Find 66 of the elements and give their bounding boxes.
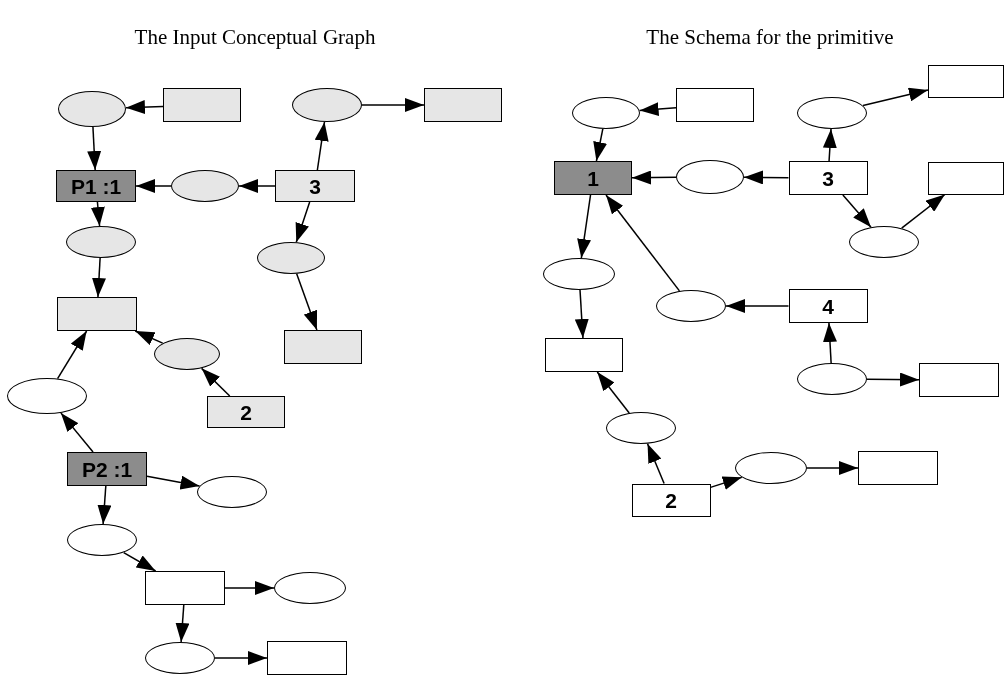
arrow — [900, 193, 946, 229]
arrow — [122, 551, 157, 572]
arrow — [214, 651, 268, 665]
box-node — [267, 641, 347, 675]
arrow — [596, 371, 630, 414]
arrow — [295, 273, 318, 331]
arrow — [638, 102, 677, 117]
box-node — [545, 338, 623, 372]
ellipse-node — [58, 91, 126, 127]
arrow — [134, 330, 164, 346]
shaded-concept-box: P1 :1 — [56, 170, 136, 202]
arrow — [135, 179, 172, 193]
arrow — [200, 367, 231, 397]
box-node — [919, 363, 999, 397]
box-node — [57, 297, 137, 331]
arrow — [125, 100, 164, 115]
arrow — [295, 201, 311, 243]
box-node — [163, 88, 241, 122]
box-node — [424, 88, 502, 122]
concept-box: 3 — [275, 170, 355, 202]
arrow — [238, 179, 276, 193]
arrow — [56, 330, 88, 380]
ellipse-node — [257, 242, 325, 274]
ellipse-node — [735, 452, 807, 484]
arrow — [224, 581, 275, 595]
arrow — [866, 372, 920, 387]
concept-box: 3 — [788, 161, 868, 195]
box-node — [676, 88, 754, 122]
arrow — [90, 201, 105, 227]
arrow — [87, 126, 102, 171]
concept-box: 2 — [631, 483, 711, 517]
graph-title: The Schema for the primitive — [646, 24, 894, 51]
arrow — [314, 121, 329, 171]
ellipse-node — [572, 97, 640, 129]
box-node — [284, 330, 362, 364]
arrow — [709, 476, 743, 490]
ellipse-node — [197, 476, 267, 508]
box-node — [145, 571, 225, 605]
box-node — [928, 64, 1004, 98]
arrow — [577, 194, 592, 259]
arrow — [574, 289, 589, 339]
concept-box: 2 — [207, 396, 285, 428]
arrow — [97, 485, 112, 525]
arrow — [806, 461, 859, 475]
shaded-concept-box: 1 — [554, 161, 632, 195]
box-node — [858, 451, 938, 485]
arrow — [842, 194, 872, 228]
arrow — [631, 170, 677, 185]
arrow — [725, 299, 790, 313]
concept-box: 4 — [788, 289, 868, 323]
arrow — [175, 604, 190, 643]
arrow — [743, 170, 790, 185]
arrow — [605, 194, 681, 292]
arrow — [823, 322, 837, 364]
arrow — [60, 412, 94, 453]
graph-title: The Input Conceptual Graph — [134, 24, 376, 51]
shaded-concept-box: P2 :1 — [67, 452, 147, 486]
ellipse-node — [171, 170, 239, 202]
arrow — [92, 257, 106, 298]
arrow — [646, 442, 665, 485]
arrow — [361, 98, 425, 112]
box-node — [928, 161, 1004, 195]
arrow — [822, 128, 837, 162]
arrow — [593, 128, 607, 162]
ellipse-node — [154, 338, 220, 370]
ellipse-node — [797, 97, 867, 129]
